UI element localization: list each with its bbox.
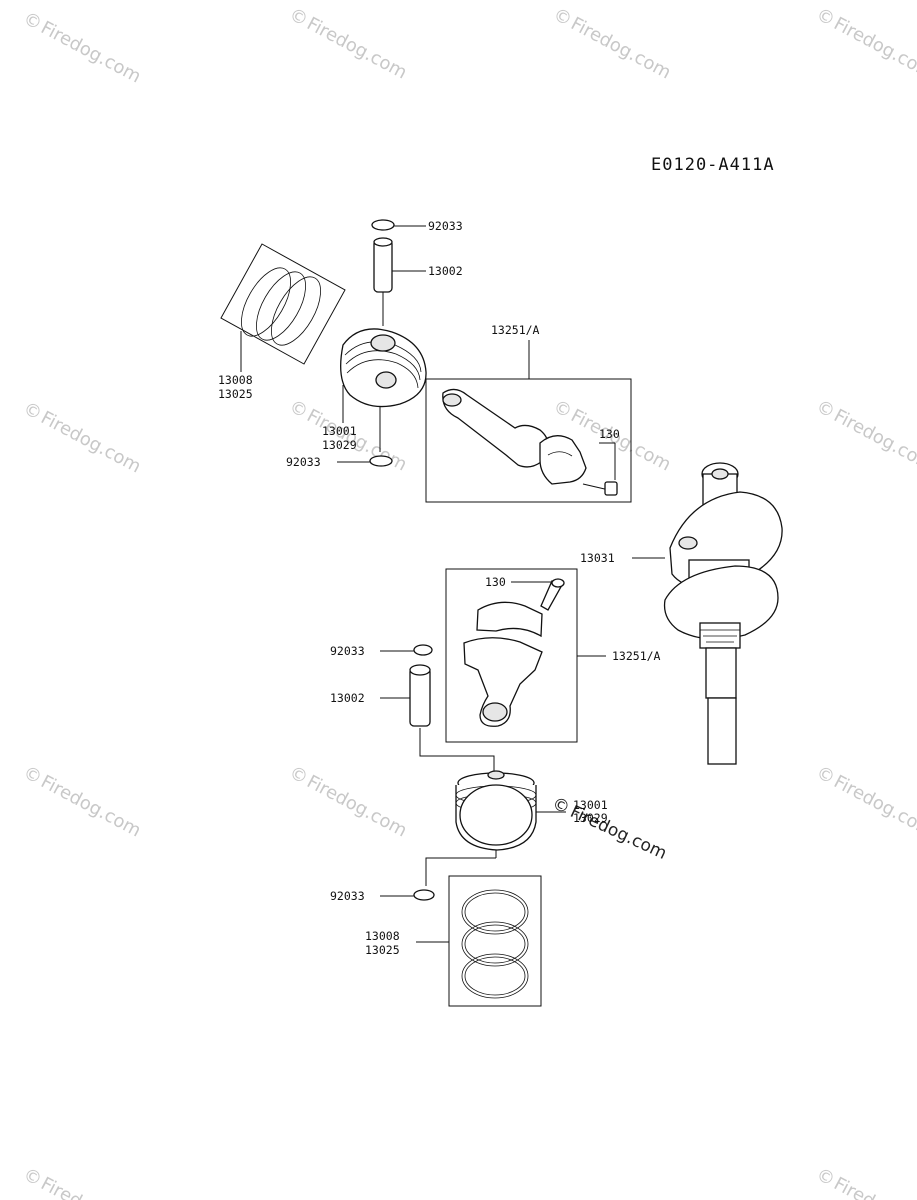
watermark-text: Firedog.com xyxy=(830,771,917,841)
watermark: ©Firedog.com xyxy=(550,4,675,84)
watermark-text: Firedog.com xyxy=(567,13,674,83)
watermark-text: Firedog.com xyxy=(303,771,410,841)
watermark-text: Firedog.com xyxy=(37,1173,144,1200)
snap-ring-part xyxy=(337,455,393,467)
part-label-13029: 13029 xyxy=(322,438,357,452)
connecting-rod-part xyxy=(445,568,606,743)
part-label-92033-lower: 92033 xyxy=(286,455,321,469)
part-label-13031: 13031 xyxy=(580,551,615,565)
watermark: ©Firedog.com xyxy=(286,762,411,842)
part-label-13251a-bottom: 13251/A xyxy=(612,649,661,663)
watermark-text: Firedog.com xyxy=(37,407,144,477)
watermark: ©Firedog.com xyxy=(20,8,145,88)
piston-rings-part xyxy=(416,875,542,1007)
part-label-130-bottom: 130 xyxy=(485,575,506,589)
piston-part xyxy=(340,328,427,452)
part-label-13008: 13008 xyxy=(218,373,253,387)
watermark-layer: ©Firedog.com ©Firedog.com ©Firedog.com ©… xyxy=(20,4,917,1200)
part-label-13025-bottom: 13025 xyxy=(365,943,400,957)
watermark: ©Firedog.com xyxy=(286,4,411,84)
watermark: ©Firedog.com xyxy=(813,762,917,842)
watermark-text: Firedog.com xyxy=(830,1173,917,1200)
piston-rings-part xyxy=(220,243,346,372)
piston-pin-part xyxy=(373,237,426,326)
crankshaft-part xyxy=(632,462,783,765)
connecting-rod-part xyxy=(425,340,632,503)
watermark: ©Firedog.com xyxy=(20,398,145,478)
watermark-text: Firedog.com xyxy=(37,771,144,841)
diagram-code: E0120-A411A xyxy=(651,155,775,175)
part-label-13008-bottom: 13008 xyxy=(365,929,400,943)
part-label-92033-bottom: 92033 xyxy=(330,889,365,903)
part-label-13002: 13002 xyxy=(428,264,463,278)
watermark-text: Firedog.com xyxy=(830,13,917,83)
watermark: ©Firedog.com xyxy=(813,4,917,84)
watermark: ©Firedog.com xyxy=(20,1164,145,1200)
part-label-13025: 13025 xyxy=(218,387,253,401)
part-label-92033: 92033 xyxy=(428,219,463,233)
brand-watermark: © Firedog.com xyxy=(549,793,670,864)
watermark: ©Firedog.com xyxy=(813,396,917,476)
part-label-13029-bottom: 13029 xyxy=(573,811,608,825)
watermark-text: Firedog.com xyxy=(830,405,917,475)
part-label-13251a-top: 13251/A xyxy=(491,323,540,337)
part-label-13002-bottom: 13002 xyxy=(330,691,365,705)
snap-ring-part xyxy=(380,889,435,901)
snap-ring-part xyxy=(371,219,426,231)
watermark: ©Firedog.com xyxy=(813,1164,917,1200)
piston-part xyxy=(425,770,566,886)
snap-ring-part xyxy=(380,644,433,656)
watermark-text: Firedog.com xyxy=(303,13,410,83)
piston-pin-part xyxy=(380,664,495,772)
part-label-130-top: 130 xyxy=(599,427,620,441)
part-label-92033-mid: 92033 xyxy=(330,644,365,658)
part-label-13001: 13001 xyxy=(322,424,357,438)
watermark: ©Firedog.com xyxy=(20,762,145,842)
part-label-13001-bottom: 13001 xyxy=(573,798,608,812)
watermark-text: Firedog.com xyxy=(37,17,144,87)
